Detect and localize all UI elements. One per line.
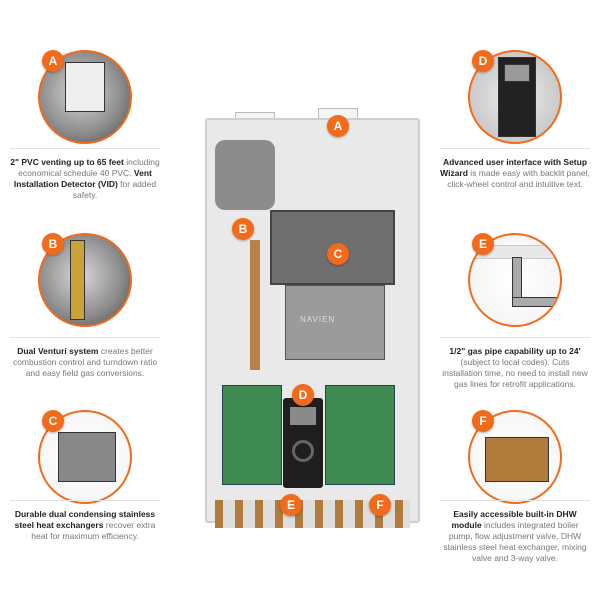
control-board-left (222, 385, 282, 485)
feature-b-title: Dual Venturi system (17, 346, 99, 356)
feature-a-title: 2" PVC venting up to 65 feet (10, 157, 124, 167)
control-board-right (325, 385, 395, 485)
detail-image-gas-pipe (468, 233, 562, 327)
marker-c: C (42, 410, 64, 432)
unit-marker-b: B (232, 218, 254, 240)
feature-b-caption: Dual Venturi system creates better combu… (10, 337, 160, 379)
detail-image-vent (38, 50, 132, 144)
feature-d-title: Advanced user interface with Setup Wizar… (440, 157, 588, 178)
feature-e-caption: 1/2" gas pipe capability up to 24' (subj… (440, 337, 590, 390)
feature-a-text: including economical schedule 40 PVC. (18, 157, 160, 178)
detail-image-user-interface (468, 50, 562, 144)
marker-d: D (472, 50, 494, 72)
unit-marker-a: A (327, 115, 349, 137)
detail-image-heat-exchanger (38, 410, 132, 504)
brand-label: NAVIEN (300, 315, 336, 324)
feature-c-title: Durable dual condensing stainless steel … (14, 509, 156, 530)
feature-e-title: 1/2" gas pipe capability up to 24' (449, 346, 581, 356)
feature-e-text: (subject to local codes). Cuts installat… (442, 357, 588, 389)
feature-f-text: includes integrated boiler pump, flow ad… (443, 520, 587, 563)
display-screen (290, 407, 316, 425)
feature-c-caption: Durable dual condensing stainless steel … (10, 500, 160, 542)
feature-a-caption: 2" PVC venting up to 65 feet including e… (10, 148, 160, 201)
heat-exchanger (285, 285, 385, 360)
fan-assembly (215, 140, 275, 210)
detail-image-venturi (38, 233, 132, 327)
unit-marker-f: F (369, 494, 391, 516)
feature-c-text: recover extra heat for maximum efficienc… (31, 520, 156, 541)
feature-b-text: creates better combustion control and tu… (12, 346, 158, 378)
marker-b: B (42, 233, 64, 255)
unit-marker-c: C (327, 243, 349, 265)
copper-pipe (250, 240, 260, 370)
marker-e: E (472, 233, 494, 255)
feature-f-caption: Easily accessible built-in DHW module in… (440, 500, 590, 564)
marker-f: F (472, 410, 494, 432)
feature-a-text2: for added safety. (72, 179, 157, 200)
feature-f-title: Easily accessible built-in DHW module (451, 509, 577, 530)
marker-a: A (42, 50, 64, 72)
unit-marker-d: D (292, 384, 314, 406)
feature-a-title2: Vent Installation Detector (VID) (13, 168, 152, 189)
detail-image-dhw-module (468, 410, 562, 504)
click-wheel[interactable] (292, 440, 314, 462)
unit-marker-e: E (280, 494, 302, 516)
feature-d-caption: Advanced user interface with Setup Wizar… (440, 148, 590, 190)
feature-d-text: is made easy with backlit panel, click-w… (447, 168, 590, 189)
